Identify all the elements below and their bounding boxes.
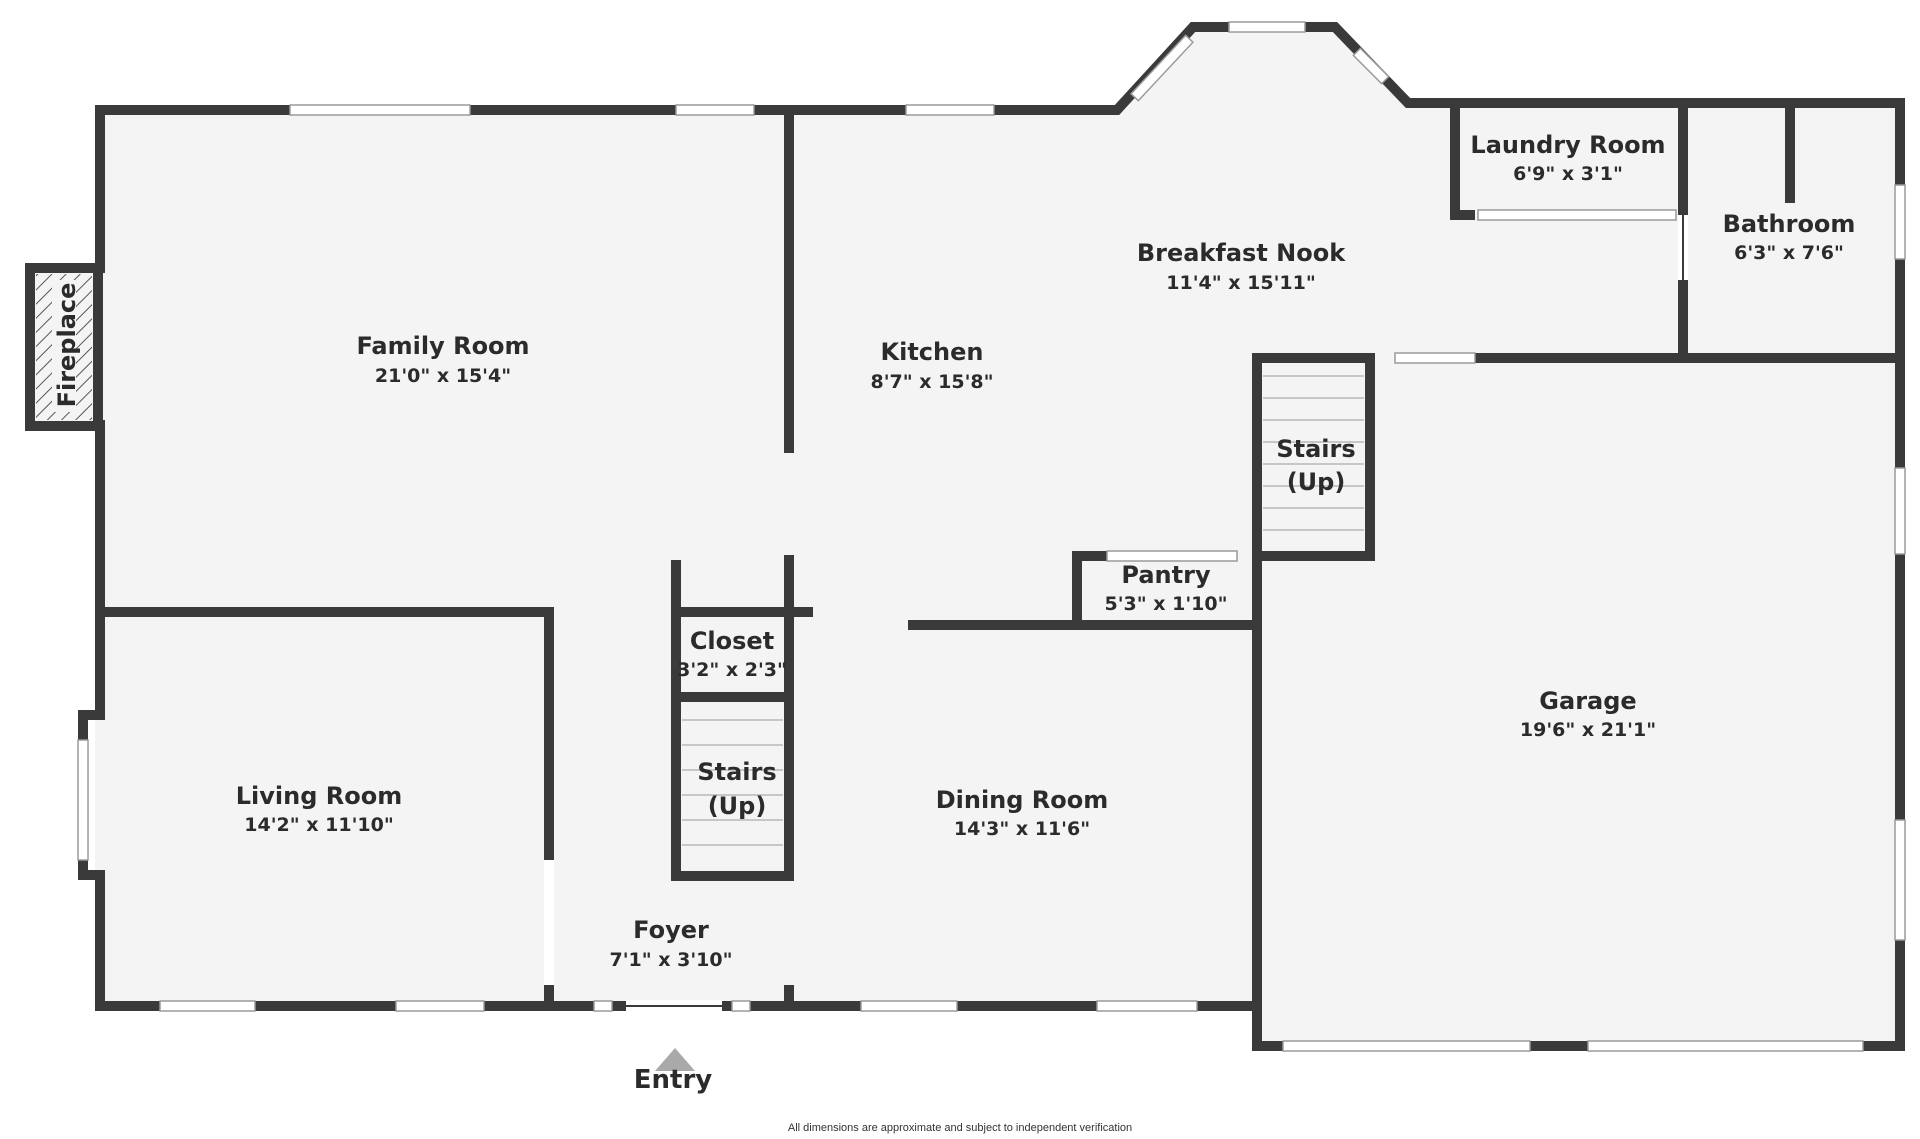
window <box>905 104 995 116</box>
windows <box>77 21 1906 1052</box>
stairs-front-treads <box>682 719 783 846</box>
window <box>1096 1000 1198 1012</box>
room-dims-living-room: 14'2" x 11'10" <box>244 814 393 836</box>
window <box>1894 467 1906 555</box>
room-label-bathroom: Bathroom <box>1723 210 1856 238</box>
stairs-back-label: Stairs <box>1276 435 1355 463</box>
room-label-garage: Garage <box>1539 687 1636 715</box>
window <box>77 739 89 861</box>
window <box>1894 184 1906 260</box>
fireplace-label: Fireplace <box>53 283 81 408</box>
window <box>593 1000 613 1012</box>
room-label-pantry: Pantry <box>1121 561 1211 589</box>
window <box>159 1000 256 1012</box>
room-label-living-room: Living Room <box>236 782 402 810</box>
window <box>395 1000 485 1012</box>
room-dims-pantry: 5'3" x 1'10" <box>1104 593 1227 615</box>
room-dims-dining-room: 14'3" x 11'6" <box>954 818 1090 840</box>
stairs-back-treads <box>1263 375 1364 531</box>
window <box>1477 209 1677 221</box>
opening <box>544 860 554 985</box>
room-label-laundry-room: Laundry Room <box>1470 131 1665 159</box>
stairs-back-direction: (Up) <box>1287 468 1346 496</box>
window <box>1894 819 1906 941</box>
window <box>1352 47 1390 85</box>
room-label-closet: Closet <box>690 627 774 655</box>
room-label-breakfast-nook: Breakfast Nook <box>1137 239 1346 267</box>
window <box>1228 21 1306 33</box>
stairs-front-label: Stairs <box>697 758 776 786</box>
room-dims-breakfast-nook: 11'4" x 15'11" <box>1166 272 1315 294</box>
room-dims-foyer: 7'1" x 3'10" <box>609 949 732 971</box>
entry-label: Entry <box>634 1065 713 1095</box>
window <box>1106 550 1238 562</box>
room-dims-closet: 3'2" x 2'3" <box>677 659 787 681</box>
room-label-dining-room: Dining Room <box>936 786 1109 814</box>
disclaimer: All dimensions are approximate and subje… <box>788 1122 1132 1134</box>
window <box>860 1000 958 1012</box>
room-label-foyer: Foyer <box>633 916 709 944</box>
room-dims-kitchen: 8'7" x 15'8" <box>870 371 993 393</box>
window <box>289 104 471 116</box>
window <box>1394 352 1476 364</box>
window <box>731 1000 751 1012</box>
room-label-family-room: Family Room <box>356 332 529 360</box>
room-label-kitchen: Kitchen <box>881 338 984 366</box>
stairs-front-direction: (Up) <box>708 792 767 820</box>
room-dims-bathroom: 6'3" x 7'6" <box>1734 242 1844 264</box>
room-dims-garage: 19'6" x 21'1" <box>1520 719 1656 741</box>
room-dims-laundry-room: 6'9" x 3'1" <box>1513 163 1623 185</box>
window <box>1130 34 1194 102</box>
window <box>1587 1040 1864 1052</box>
entry-arrow <box>655 1048 695 1071</box>
window <box>1282 1040 1531 1052</box>
window <box>675 104 755 116</box>
fireplace <box>25 263 103 431</box>
room-dims-family-room: 21'0" x 15'4" <box>375 365 511 387</box>
